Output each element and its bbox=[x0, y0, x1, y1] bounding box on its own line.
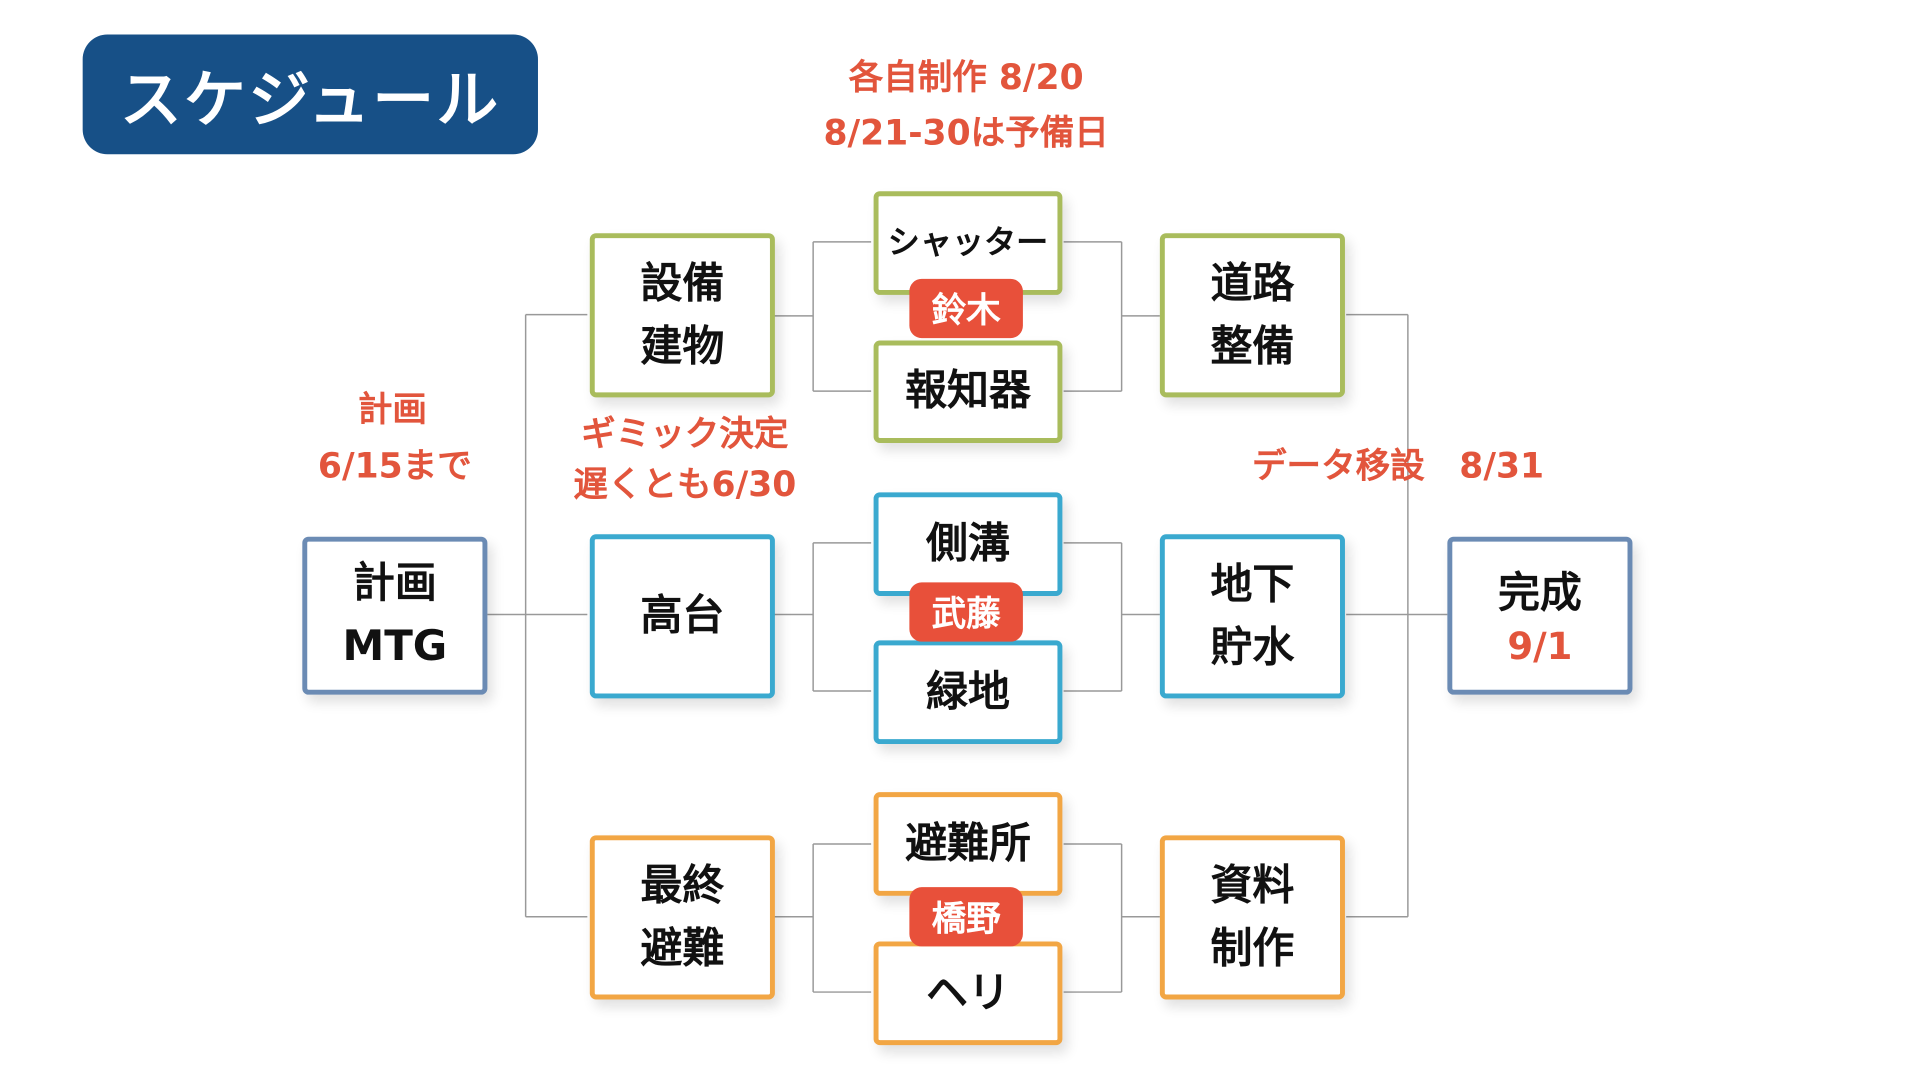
node-label: 側溝 bbox=[926, 518, 1010, 569]
node-road-maintenance: 道路整備 bbox=[1159, 233, 1345, 398]
node-label: 計画 bbox=[352, 558, 437, 609]
node-label: シャッター bbox=[887, 223, 1049, 261]
note-individual-deadline: 各自制作 8/20 bbox=[848, 56, 1084, 98]
node-green-space: 緑地 bbox=[873, 640, 1063, 745]
node-label: ヘリ bbox=[926, 967, 1010, 1018]
node-label: 完成 bbox=[1497, 568, 1582, 618]
completion-date: 9/1 bbox=[1507, 624, 1573, 669]
page-title: スケジュール bbox=[82, 34, 538, 155]
note-plan-deadline: 6/15まで bbox=[317, 445, 472, 487]
node-shutter: シャッター bbox=[873, 191, 1063, 295]
node-shelter: 避難所 bbox=[873, 792, 1063, 896]
node-materials: 資料制作 bbox=[1159, 835, 1345, 1000]
note-plan: 計画 bbox=[357, 388, 427, 430]
node-label: 貯水 bbox=[1210, 622, 1295, 672]
node-label: 整備 bbox=[1210, 321, 1295, 371]
node-highland: 高台 bbox=[589, 534, 775, 699]
assignee-badge: 武藤 bbox=[909, 582, 1023, 642]
node-label: 設備 bbox=[640, 258, 725, 308]
node-label: 地下 bbox=[1210, 559, 1295, 609]
node-label: 制作 bbox=[1210, 923, 1295, 973]
node-label: 報知器 bbox=[905, 366, 1031, 416]
node-facility-building: 設備建物 bbox=[589, 233, 775, 398]
note-reserve-days: 8/21-30は予備日 bbox=[823, 112, 1109, 154]
end-node: 完成 9/1 bbox=[1447, 536, 1633, 695]
node-underground-storage: 地下貯水 bbox=[1159, 534, 1345, 699]
node-label: 資料 bbox=[1210, 860, 1295, 911]
node-label: 建物 bbox=[640, 321, 725, 371]
note-data-migration: データ移設 8/31 bbox=[1251, 445, 1545, 487]
assignee-badge: 鈴木 bbox=[909, 278, 1023, 339]
node-label: MTG bbox=[342, 621, 448, 672]
node-label: 緑地 bbox=[926, 666, 1010, 717]
node-label: 最終 bbox=[640, 860, 725, 911]
assignee-badge: 橋野 bbox=[909, 887, 1023, 947]
start-node: 計画 MTG bbox=[302, 536, 488, 695]
node-label: 道路 bbox=[1210, 258, 1295, 308]
note-gimmick-deadline: 遅くとも6/30 bbox=[573, 463, 797, 505]
node-helicopter: ヘリ bbox=[873, 941, 1063, 1046]
node-label: 避難 bbox=[640, 923, 725, 973]
node-final-evacuation: 最終避難 bbox=[589, 835, 775, 1000]
node-gutter: 側溝 bbox=[873, 492, 1063, 596]
node-label: 避難所 bbox=[905, 818, 1031, 869]
node-alarm: 報知器 bbox=[873, 340, 1063, 443]
note-gimmick: ギミック決定 bbox=[581, 413, 789, 455]
node-label: 高台 bbox=[640, 591, 725, 641]
